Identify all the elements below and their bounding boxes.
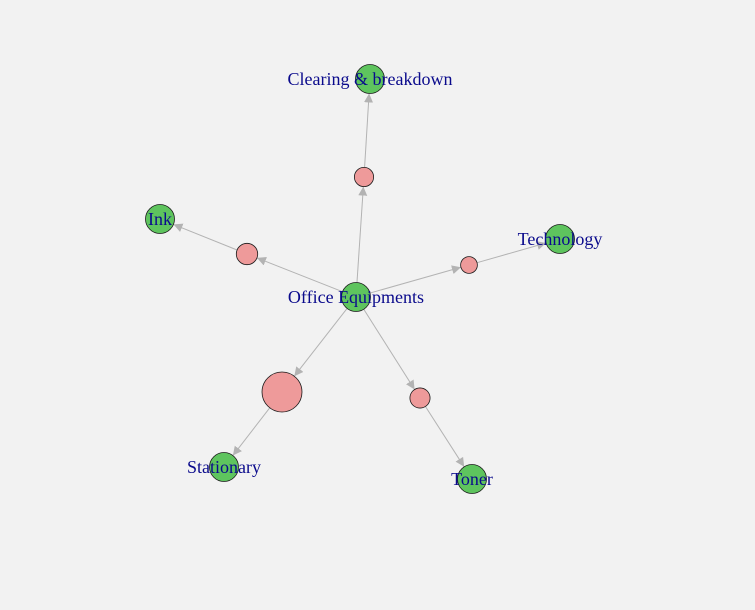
item-node-toner: [457, 464, 487, 494]
item-node-office: [341, 282, 371, 312]
node-label-ink: Ink: [148, 209, 172, 229]
node-label-clearing: Clearing & breakdown: [288, 69, 453, 89]
item-node-ink: [145, 204, 175, 234]
rule-node-rule-toner: [409, 387, 431, 409]
item-node-clearing: [355, 64, 385, 94]
edge-rule-clearing-to-clearing: [364, 93, 374, 168]
edge-office-to-rule-clearing: [356, 186, 368, 283]
labels-layer: Office Equipments Clearing & breakdownInk…: [148, 69, 602, 489]
item-node-stationary: [209, 452, 239, 482]
edge-rule-toner-to-toner: [425, 406, 465, 468]
edge-office-to-rule-stationary: [293, 308, 348, 377]
node-label-technology: Technology: [518, 229, 603, 249]
node-label-office: Office Equipments: [288, 287, 424, 307]
edge-office-to-rule-ink: [256, 257, 343, 293]
edge-rule-technology-to-technology: [476, 241, 547, 264]
edge-office-to-rule-technology: [369, 265, 462, 294]
rule-node-rule-clearing: [353, 166, 375, 188]
edge-office-to-rule-toner: [363, 308, 416, 390]
node-label-stationary: Stationary: [187, 457, 261, 477]
node-label-toner: Toner: [451, 469, 493, 489]
item-node-technology: [545, 224, 575, 254]
edges-layer: [173, 93, 547, 468]
edge-rule-ink-to-ink: [173, 223, 238, 251]
rule-node-rule-technology: [460, 256, 478, 274]
nodes-layer: [145, 64, 575, 494]
rule-node-rule-ink: [235, 242, 259, 266]
edge-rule-stationary-to-stationary: [232, 407, 271, 456]
rule-node-rule-stationary: [261, 371, 303, 413]
